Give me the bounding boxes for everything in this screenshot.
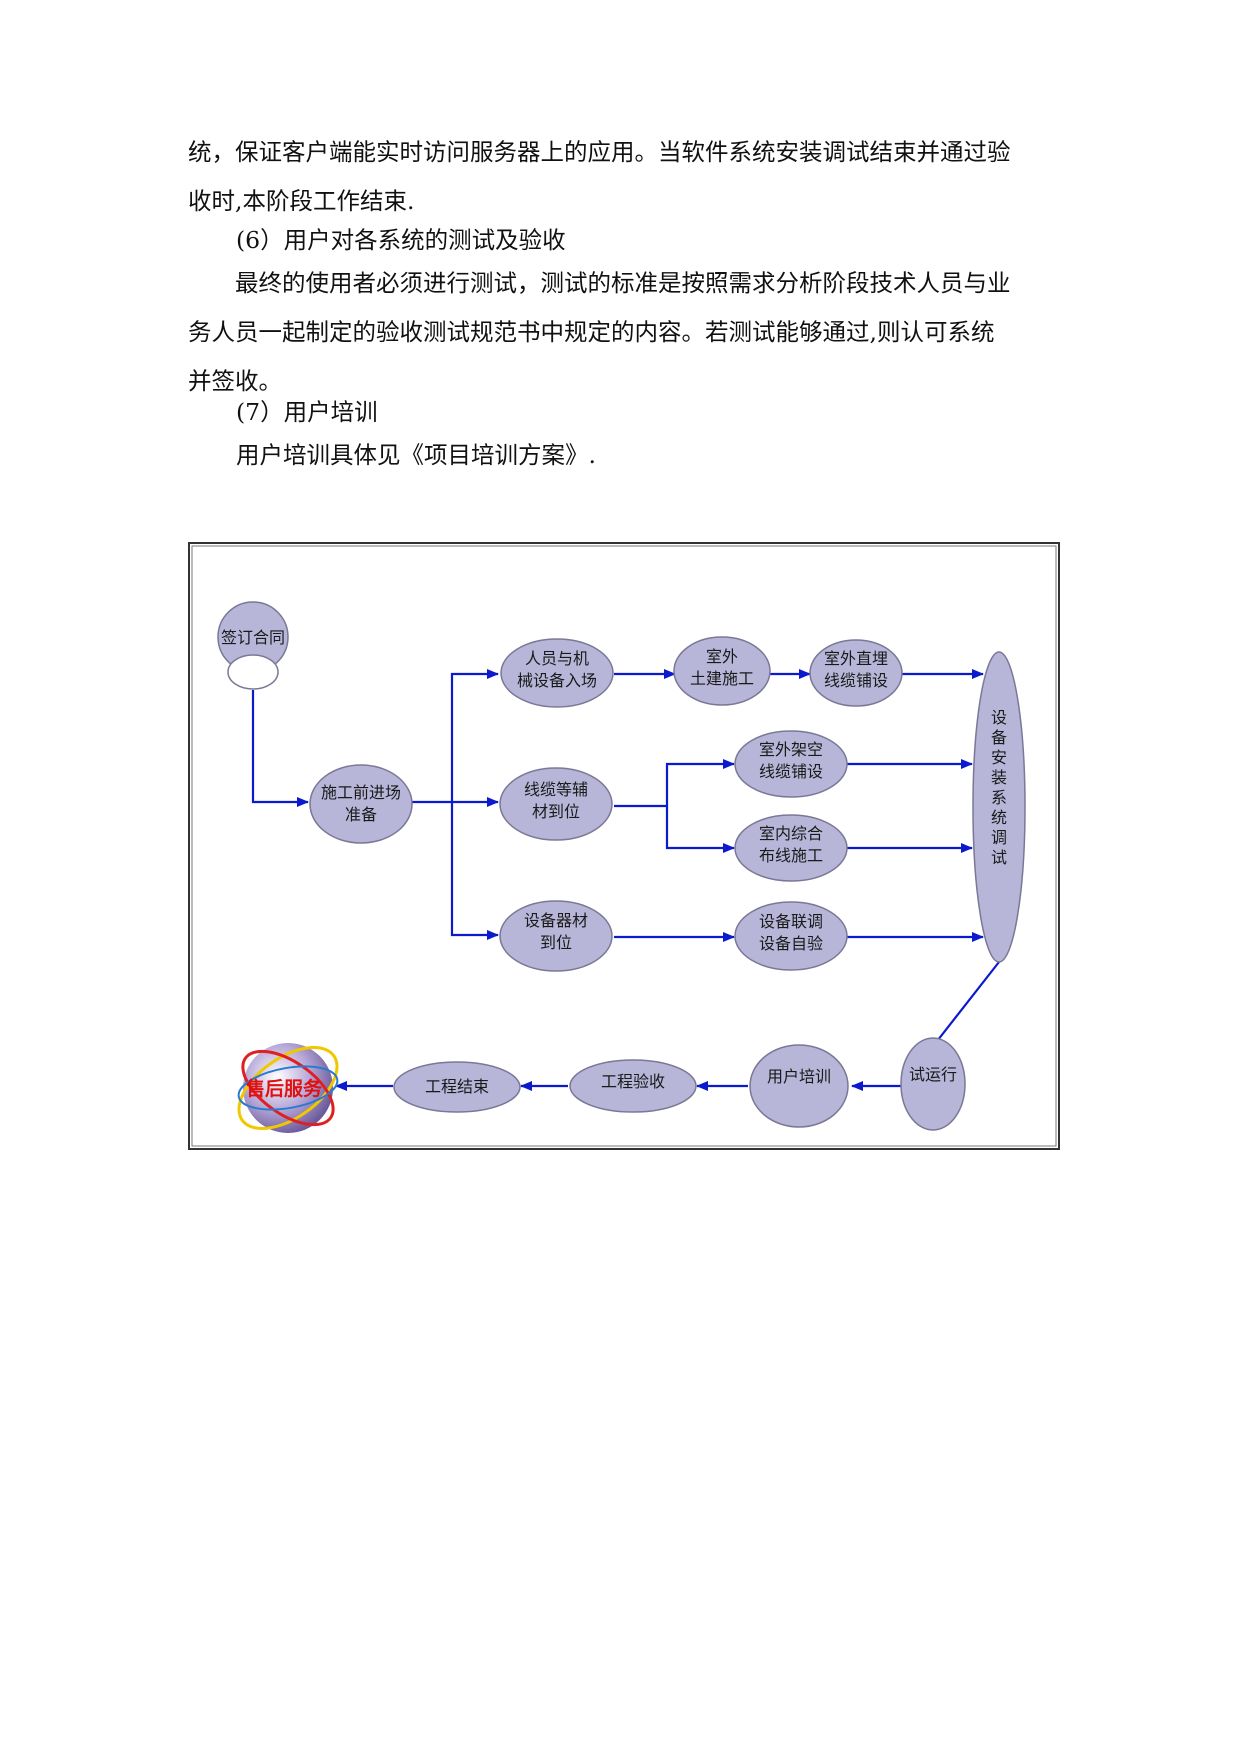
node-label: 统: [991, 808, 1007, 827]
node-label: 工程验收: [601, 1072, 665, 1091]
node-label: 设: [991, 708, 1007, 727]
node-shape: [734, 730, 848, 798]
node-shape: [749, 1044, 849, 1128]
node-label: 安: [991, 748, 1007, 767]
node-label: 准备: [345, 805, 377, 824]
node-label: 室外架空: [759, 740, 823, 759]
diagram-inner-frame: [191, 545, 1057, 1147]
node-label: 用户培训: [767, 1067, 831, 1086]
node-outdoor-aerial-cable: 室外架空 线缆铺设: [734, 730, 848, 798]
node-shape: [500, 638, 614, 708]
node-shape: [972, 651, 1026, 963]
node-label: 土建施工: [690, 669, 754, 688]
node-label: 售后服务: [245, 1077, 323, 1100]
text-line: 最终的使用者必须进行测试，测试的标准是按照需求分析阶段技术人员与业: [235, 269, 1011, 297]
paragraph-testing: 最终的使用者必须进行测试，测试的标准是按照需求分析阶段技术人员与业 务人员一起制…: [188, 259, 1060, 406]
node-label: 人员与机: [525, 649, 589, 668]
node-label: 工程结束: [425, 1077, 489, 1096]
node-label: 线缆等辅: [524, 780, 588, 799]
node-shape: [309, 764, 413, 844]
paragraph-continuation: 统，保证客户端能实时访问服务器上的应用。当软件系统安装调试结束并通过验 收时,本…: [188, 128, 1060, 226]
node-after-sales: 售后服务: [237, 1043, 339, 1133]
node-label: 签订合同: [221, 628, 285, 647]
node-sign-contract: 签订合同: [217, 601, 289, 690]
node-user-training: 用户培训: [749, 1044, 849, 1128]
node-shape: [393, 1061, 521, 1113]
node-project-end: 工程结束: [393, 1061, 521, 1113]
node-label: 装: [991, 768, 1007, 787]
orbit-ring-icon: [237, 1065, 339, 1111]
node-shape: [734, 814, 848, 882]
arrow-cable-to-aerial: [665, 759, 735, 806]
node-pre-construction: 施工前进场 准备: [309, 764, 413, 844]
node-label: 设备联调: [759, 912, 823, 931]
node-shape: [673, 636, 771, 706]
text-line: 收时,本阶段工作结束.: [188, 187, 415, 215]
text-line: 统，保证客户端能实时访问服务器上的应用。当软件系统安装调试结束并通过验: [188, 138, 1011, 166]
node-label: 到位: [540, 933, 572, 952]
node-label: 备: [991, 728, 1007, 747]
node-label: 线缆铺设: [759, 762, 823, 781]
section-heading-6: (6）用户对各系统的测试及验收: [236, 226, 566, 254]
node-label: 试运行: [909, 1065, 957, 1084]
node-shape: [499, 900, 613, 972]
node-label: 布线施工: [759, 846, 823, 865]
node-shape: [900, 1037, 966, 1131]
node-label: 施工前进场: [321, 783, 401, 802]
node-shape: [227, 654, 279, 690]
node-label: 试: [991, 848, 1007, 867]
connector-lines: [251, 669, 1000, 1091]
node-label: 调: [991, 828, 1007, 847]
paragraph-training: 用户培训具体见《项目培训方案》.: [236, 441, 596, 469]
node-shape: [809, 639, 903, 707]
node-label: 设备自验: [759, 934, 823, 953]
node-trial-run: 试运行: [900, 1037, 966, 1131]
node-project-acceptance: 工程验收: [569, 1059, 697, 1113]
node-label: 械设备入场: [517, 671, 597, 690]
node-label: 材到位: [532, 802, 580, 821]
node-outdoor-buried-cable: 室外直埋 线缆铺设: [809, 639, 903, 707]
line-install-to-trial: [933, 961, 1000, 1046]
node-label: 室外: [706, 647, 738, 666]
arrow-prep-to-personnel: [450, 669, 499, 802]
arrow-prep-to-equipment: [450, 802, 499, 940]
diagram-frame: [188, 542, 1060, 1150]
node-install-debug: 设 备 安 装 系 统 调 试: [972, 651, 1026, 963]
node-outdoor-civil: 室外 土建施工: [673, 636, 771, 706]
text-line: 务人员一起制定的验收测试规范书中规定的内容。若测试能够通过,则认可系统: [188, 318, 995, 346]
node-shape: [569, 1059, 697, 1113]
node-label: 设备器材: [524, 911, 588, 930]
node-equipment-materials: 设备器材 到位: [499, 900, 613, 972]
orbit-ring-icon: [237, 1046, 339, 1130]
node-label: 线缆铺设: [824, 671, 888, 690]
node-label: 室内综合: [759, 824, 823, 843]
node-indoor-cabling: 室内综合 布线施工: [734, 814, 848, 882]
node-personnel-equipment: 人员与机 械设备入场: [500, 638, 614, 708]
node-equipment-joint-test: 设备联调 设备自验: [734, 901, 848, 971]
node-label: 室外直埋: [824, 649, 888, 668]
text-line: 并签收。: [188, 367, 282, 395]
node-shape: [499, 767, 613, 841]
node-shape: [734, 901, 848, 971]
node-label: 系: [991, 788, 1007, 807]
arrow-cable-to-indoor: [665, 806, 735, 853]
section-heading-7: (7）用户培训: [236, 398, 378, 426]
node-cable-materials: 线缆等辅 材到位: [499, 767, 613, 841]
arrow-contract-to-prep: [251, 690, 309, 807]
